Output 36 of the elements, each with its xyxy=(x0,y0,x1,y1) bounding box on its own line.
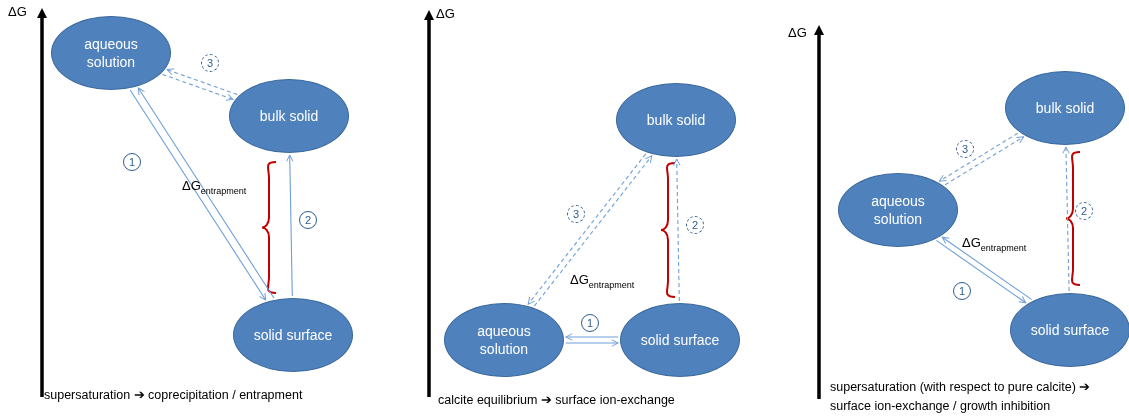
axis-label: ΔG xyxy=(8,4,27,19)
arrow xyxy=(565,339,619,347)
step-number: 3 xyxy=(956,140,974,158)
axis-label: ΔG xyxy=(788,25,807,40)
node-label: aqueous solution xyxy=(870,191,926,229)
node-label: solid surface xyxy=(253,325,333,345)
node-label: aqueous solution xyxy=(476,321,532,359)
step-number: 2 xyxy=(1075,202,1093,220)
node-label: bulk solid xyxy=(1035,98,1095,118)
arrow xyxy=(673,158,681,302)
node-label: solid surface xyxy=(640,330,720,350)
step-number: 2 xyxy=(299,211,317,229)
step-number: 2 xyxy=(686,216,704,234)
step-number: 1 xyxy=(953,282,971,300)
arrow xyxy=(565,333,619,341)
arrow xyxy=(941,236,1033,301)
step-number: 1 xyxy=(123,153,141,171)
node-label: bulk solid xyxy=(259,106,319,126)
panel-caption: calcite equilibrium ➔ surface ion-exchange xyxy=(438,392,675,407)
step-number: 1 xyxy=(581,314,599,332)
panel-caption: supersaturation ➔ coprecipitation / entrapment xyxy=(44,387,303,402)
axis-label: ΔG xyxy=(436,6,455,21)
energy-label: ΔG$_{entrapment}$ xyxy=(570,272,635,290)
step-number: 3 xyxy=(567,205,585,223)
energy-label: ΔG$_{entrapment}$ xyxy=(182,178,247,196)
arrow xyxy=(1062,146,1070,292)
energy-label: ΔG$_{entrapment}$ xyxy=(962,235,1027,253)
arrow xyxy=(162,73,234,101)
node-label: solid surface xyxy=(1030,320,1110,340)
arrow xyxy=(286,154,294,297)
node-label: aqueous solution xyxy=(83,34,139,72)
arrow xyxy=(935,239,1027,304)
node-label: bulk solid xyxy=(646,110,706,130)
step-number: 3 xyxy=(201,54,219,72)
panel-caption: supersaturation (with respect to pure calcite) ➔ surface ion-exchange / growth inhibition xyxy=(830,379,1092,415)
arrow xyxy=(166,68,238,96)
